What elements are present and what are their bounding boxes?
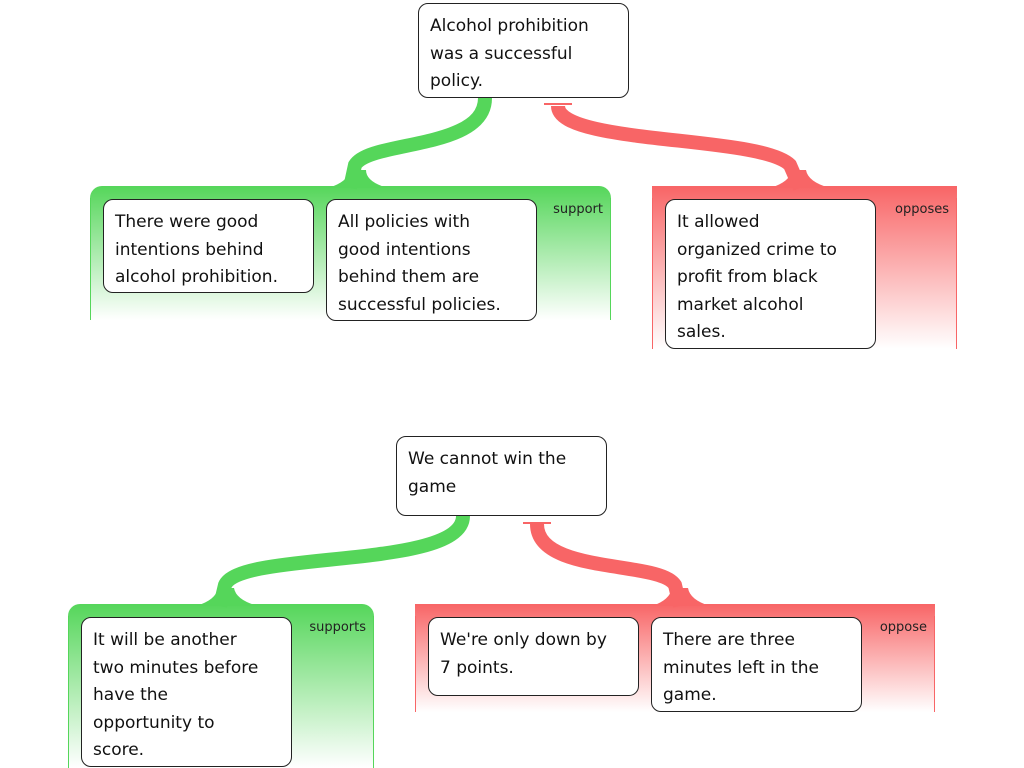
oppose-connector [551,103,807,191]
panel-edge [934,616,935,712]
oppose-connector-flare [770,170,830,188]
oppose-group-label: oppose [879,620,927,635]
premise-box[interactable]: We're only down by 7 points. [428,617,639,696]
premise-box[interactable]: There were good intentions behind alcoho… [103,199,314,293]
support-connector-flare [328,170,388,188]
panel-edge [652,198,653,349]
support-group-label: support [553,202,603,217]
premise-box[interactable]: It will be another two minutes before ha… [81,617,292,767]
oppose-connector [530,522,687,608]
support-connector-flare [196,588,258,606]
premise-box[interactable]: There are three minutes left in the game… [651,617,862,712]
premise-box[interactable]: It allowed organized crime to profit fro… [665,199,876,349]
panel-edge [610,198,611,320]
premise-box[interactable]: All policies with good intentions behind… [326,199,537,321]
oppose-group-label: opposes [895,202,949,217]
panel-edge [373,616,374,768]
support-group-label: supports [309,620,366,635]
panel-edge [90,198,91,320]
claim-box[interactable]: We cannot win the game [396,436,607,516]
oppose-connector-flare [652,588,710,606]
support-connector [343,97,492,190]
panel-edge [68,616,69,768]
claim-box[interactable]: Alcohol prohibition was a successful pol… [418,3,629,98]
support-connector [213,514,470,608]
panel-edge [956,198,957,349]
panel-edge [415,616,416,712]
